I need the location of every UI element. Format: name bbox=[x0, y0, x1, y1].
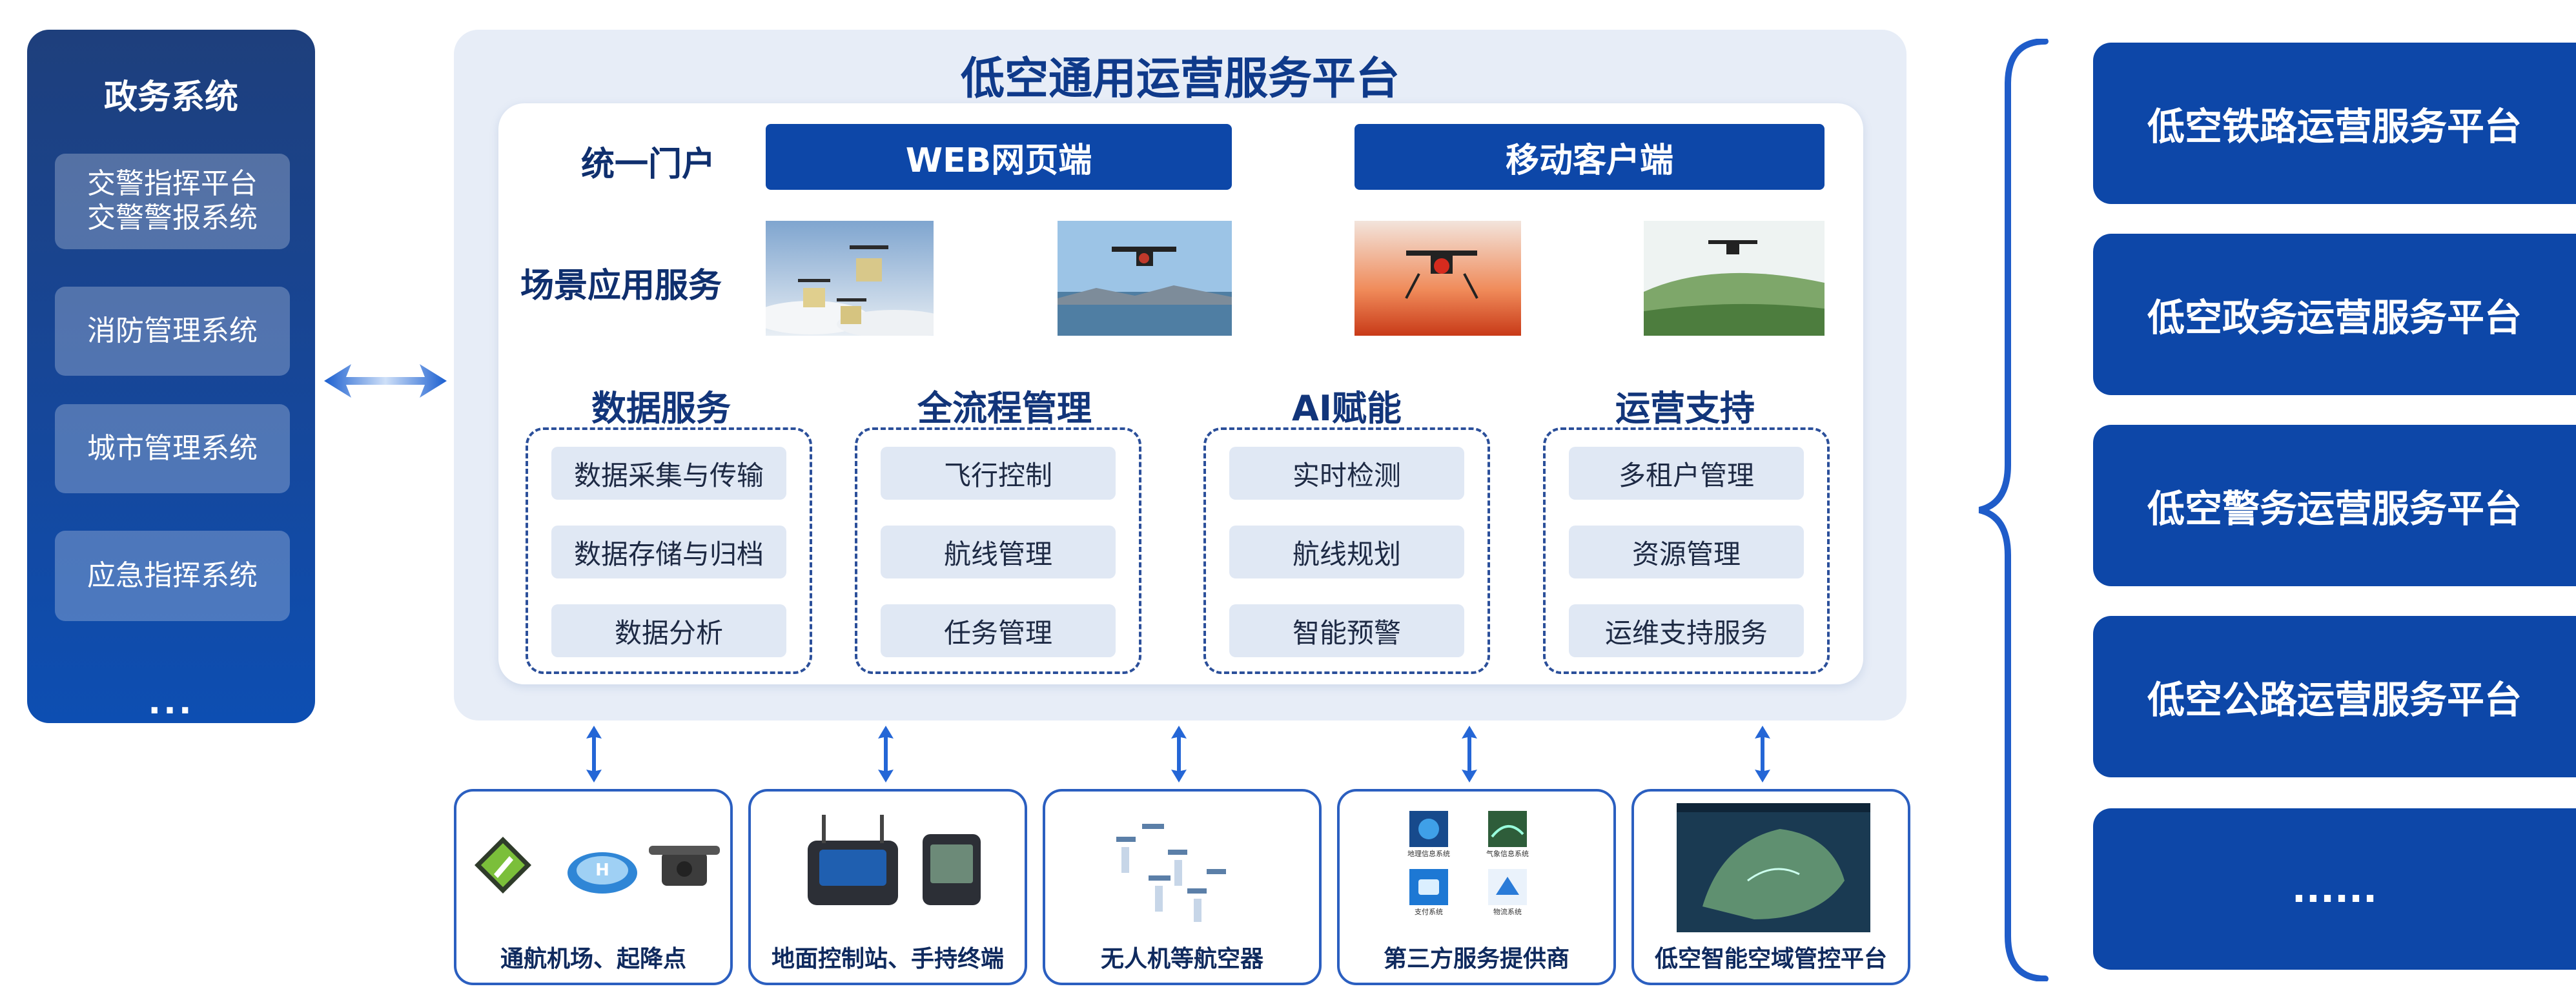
airport-landing-label: 通航机场、起降点 bbox=[500, 946, 686, 972]
weather-thumbnail-icon bbox=[1488, 811, 1527, 847]
gis-thumbnail-label: 地理信息系统 bbox=[1407, 850, 1450, 858]
payment-thumbnail-label: 支付系统 bbox=[1415, 908, 1443, 916]
updown-arrow-icon bbox=[1462, 726, 1477, 782]
mobile-client-button[interactable]: 移动客户端 bbox=[1354, 124, 1825, 190]
weather-thumbnail-label: 气象信息系统 bbox=[1486, 850, 1529, 858]
gov-item-traffic-police-line1: 交警指挥平台 bbox=[87, 167, 258, 201]
full-process-title: 全流程管理 bbox=[917, 388, 1092, 429]
firefighting-drone-image bbox=[1354, 221, 1521, 336]
task-management-item[interactable]: 任务管理 bbox=[881, 604, 1116, 657]
gov-item-city[interactable]: 城市管理系统 bbox=[55, 404, 290, 493]
data-services-title: 数据服务 bbox=[591, 388, 731, 429]
gov-item-fire[interactable]: 消防管理系统 bbox=[55, 287, 290, 376]
bidirectional-arrow-icon bbox=[324, 364, 447, 398]
updown-arrow-icon bbox=[1755, 726, 1770, 782]
drone-over-sea-image bbox=[1058, 221, 1232, 336]
unified-portal-label: 统一门户 bbox=[581, 145, 716, 184]
gov-systems-panel: 政务系统 交警指挥平台 交警警报系统 消防管理系统 城市管理系统 应急指挥系统 … bbox=[27, 30, 315, 723]
updown-arrow-icon bbox=[586, 726, 602, 782]
gov-item-traffic-police[interactable]: 交警指挥平台 交警警报系统 bbox=[55, 154, 290, 249]
third-party-label: 第三方服务提供商 bbox=[1383, 946, 1569, 972]
data-services-box: 数据采集与传输 数据存储与归档 数据分析 bbox=[526, 427, 812, 674]
data-analysis-item[interactable]: 数据分析 bbox=[551, 604, 786, 657]
ops-support-service-item[interactable]: 运维支持服务 bbox=[1569, 604, 1804, 657]
airport-landing-box[interactable]: H 通航机场、起降点 bbox=[454, 789, 733, 985]
ai-enablement-title: AI赋能 bbox=[1292, 388, 1402, 429]
updown-arrow-icon bbox=[1171, 726, 1187, 782]
gis-thumbnail-icon bbox=[1409, 811, 1448, 847]
agriculture-drone-image bbox=[1644, 221, 1825, 336]
general-platform-title: 低空通用运营服务平台 bbox=[960, 54, 1400, 105]
airport-icons: H bbox=[475, 837, 720, 894]
delivery-drones-image bbox=[766, 221, 934, 336]
airspace-map-thumbnail bbox=[1677, 803, 1870, 932]
data-collection-item[interactable]: 数据采集与传输 bbox=[551, 447, 786, 500]
gov-item-emergency[interactable]: 应急指挥系统 bbox=[55, 531, 290, 621]
ground-station-label: 地面控制站、手持终端 bbox=[771, 946, 1004, 972]
svg-text:H: H bbox=[595, 861, 609, 880]
resource-management-item[interactable]: 资源管理 bbox=[1569, 526, 1804, 578]
railway-platform-item[interactable]: 低空铁路运营服务平台 bbox=[2093, 43, 2576, 204]
route-management-item[interactable]: 航线管理 bbox=[881, 526, 1116, 578]
gov-affairs-platform-item[interactable]: 低空政务运营服务平台 bbox=[2093, 234, 2576, 395]
logistics-thumbnail-label: 物流系统 bbox=[1493, 908, 1522, 916]
data-storage-item[interactable]: 数据存储与归档 bbox=[551, 526, 786, 578]
aircraft-box[interactable]: 无人机等航空器 bbox=[1043, 789, 1322, 985]
full-process-box: 飞行控制 航线管理 任务管理 bbox=[855, 427, 1141, 674]
airspace-control-label: 低空智能空域管控平台 bbox=[1654, 946, 1887, 972]
web-portal-button[interactable]: WEB网页端 bbox=[766, 124, 1232, 190]
logistics-thumbnail-icon bbox=[1488, 869, 1527, 905]
third-party-box[interactable]: 地理信息系统 气象信息系统 支付系统 物流系统 第三方服务提供商 bbox=[1337, 789, 1616, 985]
smart-warning-item[interactable]: 智能预警 bbox=[1229, 604, 1464, 657]
ai-enablement-box: 实时检测 航线规划 智能预警 bbox=[1203, 427, 1490, 674]
police-platform-item[interactable]: 低空警务运营服务平台 bbox=[2093, 425, 2576, 586]
flight-control-item[interactable]: 飞行控制 bbox=[881, 447, 1116, 500]
route-planning-item[interactable]: 航线规划 bbox=[1229, 526, 1464, 578]
gov-systems-title: 政务系统 bbox=[103, 78, 238, 117]
scene-services-label: 场景应用服务 bbox=[520, 267, 722, 305]
gov-more-ellipsis: ... bbox=[148, 683, 194, 722]
updown-arrow-icon bbox=[878, 726, 894, 782]
multi-tenant-item[interactable]: 多租户管理 bbox=[1569, 447, 1804, 500]
gov-item-traffic-police-line2: 交警警报系统 bbox=[87, 201, 258, 234]
drones-cluster-icon bbox=[1116, 824, 1226, 922]
curly-brace-icon bbox=[1978, 39, 2049, 981]
airspace-control-box[interactable]: 低空智能空域管控平台 bbox=[1631, 789, 1910, 985]
ops-support-title: 运营支持 bbox=[1615, 388, 1755, 429]
payment-thumbnail-icon bbox=[1409, 869, 1448, 905]
ground-station-box[interactable]: 地面控制站、手持终端 bbox=[748, 789, 1027, 985]
platform-inner-card bbox=[498, 103, 1863, 684]
ops-support-box: 多租户管理 资源管理 运维支持服务 bbox=[1543, 427, 1830, 674]
more-platforms-item[interactable]: ...... bbox=[2093, 808, 2576, 970]
ground-station-icons bbox=[808, 815, 981, 905]
highway-platform-item[interactable]: 低空公路运营服务平台 bbox=[2093, 616, 2576, 777]
realtime-detection-item[interactable]: 实时检测 bbox=[1229, 447, 1464, 500]
aircraft-label: 无人机等航空器 bbox=[1100, 946, 1263, 972]
